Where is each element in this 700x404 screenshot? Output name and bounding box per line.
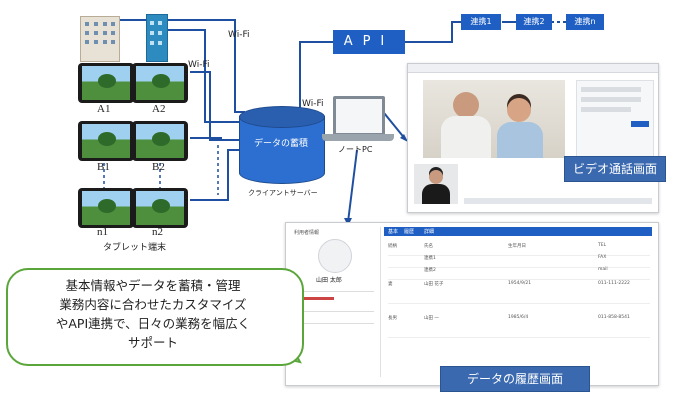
main-video	[423, 80, 565, 158]
tablet-icon	[78, 121, 134, 161]
tablet-icon	[78, 63, 134, 103]
tablet-label: A1	[97, 103, 111, 115]
tablet-icon	[132, 63, 188, 103]
video-call-screen	[407, 63, 659, 213]
wifi-label: Wi-Fi	[228, 30, 250, 40]
table-row: 長男 山田 一 1985/6/4 011-858-8541	[388, 315, 650, 338]
table-row: 連携1 FAX	[388, 255, 650, 268]
tablet-label: B1	[97, 161, 110, 173]
api-box: API	[333, 30, 405, 54]
tablet-icon	[132, 121, 188, 161]
bubble-line: 業務内容に合わせたカスタマイズ	[59, 297, 247, 312]
self-video	[414, 164, 458, 204]
video-controls	[464, 198, 652, 204]
bubble-text: 基本情報やデータを蓄積・管理 業務内容に合わせたカスタマイズ やAPI連携で、日…	[6, 276, 300, 352]
tablet-label: B2	[152, 161, 165, 173]
tablet-icon	[78, 188, 134, 228]
tablet-label: n2	[152, 226, 163, 238]
tab-basic[interactable]: 基本	[388, 229, 399, 235]
laptop-label: ノートPC	[338, 145, 373, 154]
tab-detail[interactable]: 詳細	[424, 229, 435, 235]
table-row: 続柄 氏名 生年月日 TEL	[388, 243, 650, 256]
tablet-icon	[132, 188, 188, 228]
tower-building-icon	[146, 14, 168, 62]
link-box-2: 連携2	[516, 14, 552, 30]
table-row: 妻 山田 花子 1954/9/21 011-111-2222	[388, 281, 650, 304]
video-call-label: ビデオ通話画面	[564, 156, 666, 182]
profile-name: 山田 太郎	[316, 277, 342, 284]
history-screen: 利用者情報 山田 太郎 基本 履歴 詳細 続柄 氏名 生年月日 TEL 連携1 …	[285, 222, 659, 386]
tablet-label: n1	[97, 226, 108, 238]
tablet-caption: タブレット端末	[103, 243, 167, 253]
video-toolbar	[408, 64, 658, 73]
history-label: データの履歴画面	[440, 366, 590, 392]
info-bubble	[6, 268, 304, 366]
link-box-1: 連携1	[461, 14, 501, 30]
database-label: データの蓄積	[253, 139, 308, 149]
server-caption: クライアントサーバー	[248, 189, 318, 197]
tablet-label: A2	[152, 103, 166, 115]
avatar	[318, 239, 352, 273]
bubble-line: サポート	[127, 335, 178, 350]
database-top	[239, 106, 325, 128]
wifi-label: Wi-Fi	[302, 99, 324, 109]
bubble-line: やAPI連携で、日々の業務を幅広く	[55, 316, 251, 331]
bubble-line: 基本情報やデータを蓄積・管理	[65, 278, 241, 293]
link-box-n: 連携n	[566, 14, 604, 30]
profile-header: 利用者情報	[294, 230, 320, 236]
table-row: 連携2 mail	[388, 267, 650, 280]
tab-history[interactable]: 履歴	[404, 229, 415, 235]
office-building-icon	[80, 16, 120, 62]
profile-card: 利用者情報 山田 太郎	[290, 227, 381, 377]
wifi-label: Wi-Fi	[188, 60, 210, 70]
tab-bar	[384, 227, 652, 236]
laptop-base	[322, 134, 394, 141]
